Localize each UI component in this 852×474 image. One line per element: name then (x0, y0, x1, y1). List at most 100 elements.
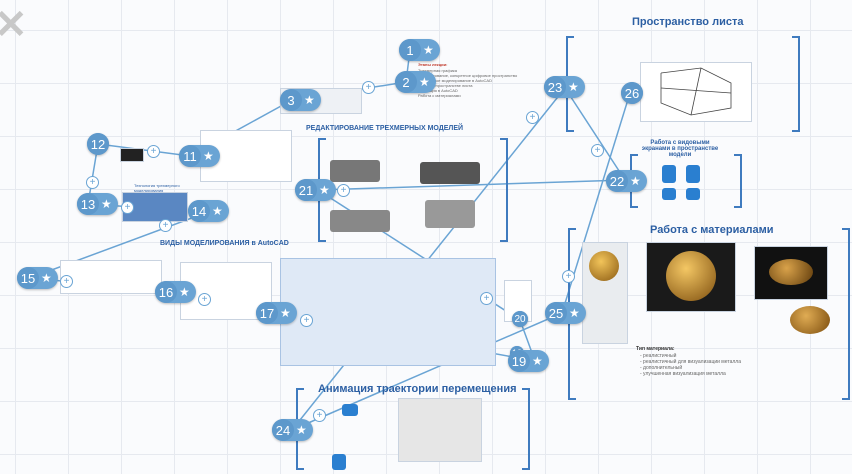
path-stop-19[interactable]: 19★ (508, 350, 549, 372)
path-stop-16[interactable]: 16★ (155, 281, 196, 303)
material-sphere (589, 251, 619, 281)
star-icon: ★ (179, 285, 190, 299)
heading-animation: Анимация траектории перемещения (318, 383, 517, 395)
text-slide (60, 260, 162, 294)
materials-list-title: Тип материала: (636, 346, 675, 352)
path-stop-24[interactable]: 24★ (272, 419, 313, 441)
stop-number: 22 (606, 170, 628, 192)
stop-number: 16 (155, 281, 177, 303)
model-thumb (420, 162, 480, 184)
stop-number: 21 (295, 179, 317, 201)
frame-animation-right (522, 388, 530, 470)
path-stop-23[interactable]: 23★ (544, 76, 585, 98)
path-stop-3[interactable]: 3★ (280, 89, 321, 111)
stop-number: 13 (77, 193, 99, 215)
stop-number: 20 (512, 311, 528, 327)
plus-icon[interactable]: + (159, 219, 172, 232)
plus-icon[interactable]: + (562, 270, 575, 283)
plus-icon[interactable]: + (480, 292, 493, 305)
materials-part-render (754, 246, 828, 300)
star-icon: ★ (296, 423, 307, 437)
path-stop-15[interactable]: 15★ (17, 267, 58, 289)
topics-item: Анимация в AutoCAD (418, 88, 458, 93)
star-icon: ★ (41, 271, 52, 285)
model-icon (686, 188, 700, 200)
plus-icon[interactable]: + (86, 176, 99, 189)
star-icon: ★ (423, 43, 434, 57)
path-stop-13[interactable]: 13★ (77, 193, 118, 215)
path-stop-1[interactable]: 1★ (399, 39, 440, 61)
stop-number: 2 (395, 71, 417, 93)
heading-materials: Работа с материалами (650, 224, 774, 236)
stop-number: 11 (179, 145, 201, 167)
plus-icon[interactable]: + (121, 201, 134, 214)
plus-icon[interactable]: + (362, 81, 375, 94)
stop-number: 19 (508, 350, 530, 372)
path-line (291, 312, 563, 431)
heading-viewports: Работа с видовыми экранами в пространств… (641, 140, 719, 158)
frame-edit-right (500, 138, 508, 242)
plus-icon[interactable]: + (300, 314, 313, 327)
frame-sheet-right (792, 36, 800, 132)
stop-number: 1 (399, 39, 421, 61)
animation-dialog (398, 398, 482, 462)
plus-icon[interactable]: + (591, 144, 604, 157)
plus-icon[interactable]: + (313, 409, 326, 422)
stop-number: 12 (87, 133, 109, 155)
materials-list-item: - реалистичный для визуализации металла (640, 359, 741, 365)
plus-icon[interactable]: + (337, 184, 350, 197)
model-thumb (330, 210, 390, 232)
path-stop-25[interactable]: 25★ (545, 302, 586, 324)
stop-number: 17 (256, 302, 278, 324)
camera-model-icon (342, 404, 358, 416)
camera-model-icon (332, 454, 346, 470)
plus-icon[interactable]: + (198, 293, 211, 306)
path-line (97, 143, 191, 157)
star-icon: ★ (101, 197, 112, 211)
stop-number: 23 (544, 76, 566, 98)
stop-number: 14 (188, 200, 210, 222)
stop-number: 3 (280, 89, 302, 111)
model-thumb (330, 160, 380, 182)
plus-icon[interactable]: + (526, 111, 539, 124)
path-stop-2[interactable]: 2★ (395, 71, 436, 93)
path-line (29, 211, 209, 279)
materials-list-item: - реалистичный (640, 353, 677, 359)
stop-number: 15 (17, 267, 39, 289)
star-icon: ★ (630, 174, 641, 188)
modeling-tech-label: Технология трехмерного моделирования (134, 183, 180, 193)
plus-icon[interactable]: + (60, 275, 73, 288)
materials-render-window (646, 242, 736, 312)
path-stop-12[interactable]: 12 (87, 133, 109, 155)
materials-dialog (582, 242, 628, 344)
path-stop-17[interactable]: 17★ (256, 302, 297, 324)
topics-item: Трехмерная графика (418, 68, 457, 73)
path-line (317, 179, 626, 191)
topics-title: Этапы лекции: (418, 62, 448, 67)
star-icon: ★ (304, 93, 315, 107)
model-thumb (425, 200, 475, 228)
path-stop-22[interactable]: 22★ (606, 170, 647, 192)
dark-thumb (120, 148, 144, 162)
material-part (790, 306, 830, 334)
star-icon: ★ (532, 354, 543, 368)
heading-modeling-types: ВИДЫ МОДЕЛИРОВАНИЯ в AutoCAD (160, 240, 289, 247)
path-stop-11[interactable]: 11★ (179, 145, 220, 167)
plus-icon[interactable]: + (147, 145, 160, 158)
path-stop-20[interactable]: 20 (512, 311, 528, 327)
star-icon: ★ (319, 183, 330, 197)
topics-item: Трёхмерное моделирование в AutoCAD (418, 78, 492, 83)
topics-item: Работа в пространстве листа (418, 83, 473, 88)
star-icon: ★ (203, 149, 214, 163)
model-space-panel (280, 258, 496, 366)
path-stop-21[interactable]: 21★ (295, 179, 336, 201)
prezi-logo-icon: ✕ (0, 3, 28, 47)
stop-number: 24 (272, 419, 294, 441)
path-stop-26[interactable]: 26 (621, 82, 643, 104)
path-stop-14[interactable]: 14★ (188, 200, 229, 222)
model-icon (662, 165, 676, 183)
star-icon: ★ (212, 204, 223, 218)
materials-list-item: - улучшенная визуализация металла (640, 371, 726, 377)
path-line (564, 87, 626, 181)
